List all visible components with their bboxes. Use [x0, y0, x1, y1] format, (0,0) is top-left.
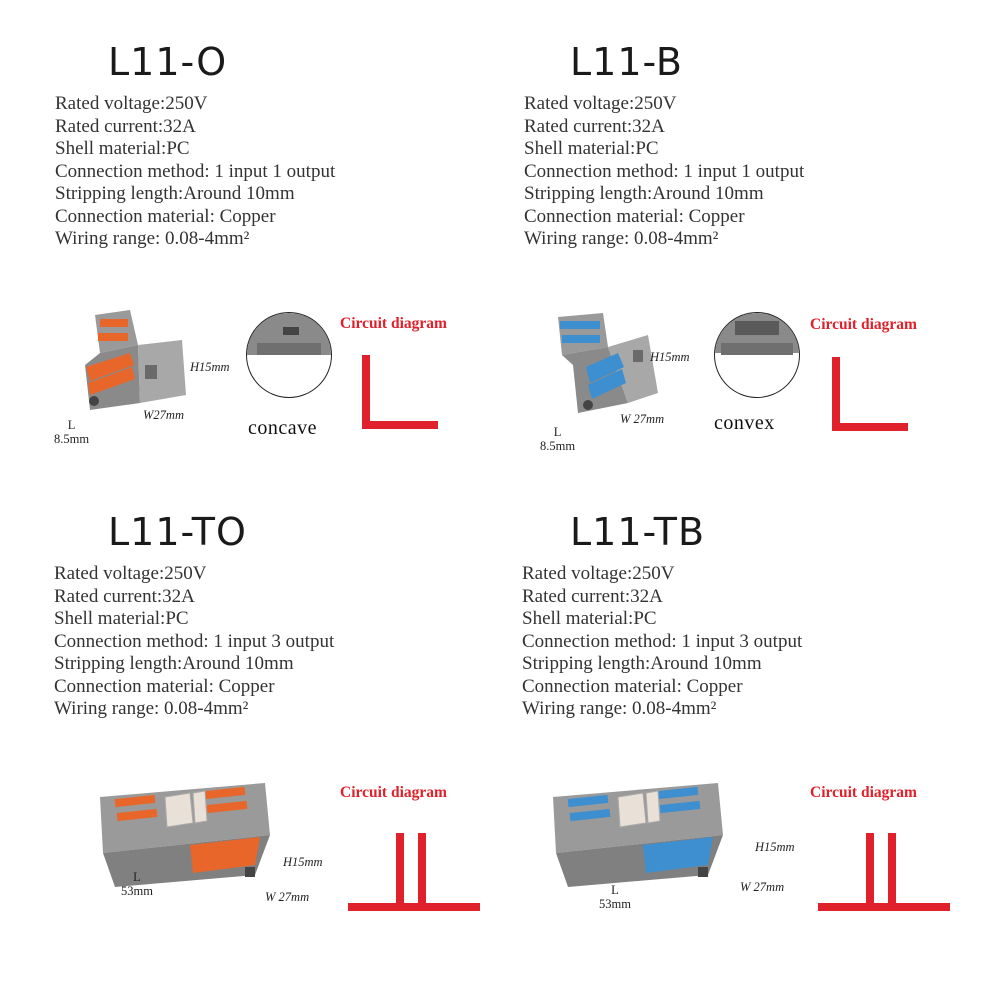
- length-label: L: [133, 870, 141, 884]
- spec-current: Rated current:32A: [55, 115, 196, 137]
- spec-voltage: Rated voltage:250V: [522, 563, 675, 584]
- height-dimension: H15mm: [650, 350, 690, 364]
- spec-connection: Connection method: 1 input 1 output: [55, 160, 336, 182]
- detail-circle: [246, 312, 332, 398]
- length-value: 53mm: [121, 884, 153, 898]
- spec-shell: Shell material:PC: [522, 608, 657, 629]
- shape-label: convex: [714, 412, 775, 434]
- length-label: L: [67, 418, 76, 432]
- spec-material: Connection material: Copper: [55, 205, 276, 227]
- spec-list: Rated voltage:250V Rated current:32A She…: [54, 563, 334, 721]
- product-title: L11-B: [570, 40, 683, 84]
- spec-wiring: Wiring range: 0.08-4mm²: [524, 228, 719, 249]
- spec-list: Rated voltage:250V Rated current:32A She…: [522, 563, 802, 721]
- spec-wiring: Wiring range: 0.08-4mm²: [522, 698, 717, 719]
- spec-stripping: Stripping length:Around 10mm: [524, 183, 764, 204]
- length-dimension: L 8.5mm: [54, 418, 89, 446]
- spec-list: Rated voltage:250V Rated current:32A She…: [524, 93, 804, 251]
- panel-l11-o: L11-O Rated voltage:250V Rated current:3…: [0, 0, 470, 470]
- spec-voltage: Rated voltage:250V: [55, 93, 208, 114]
- product-image: [553, 783, 723, 887]
- circuit-diagram-t: [818, 833, 950, 911]
- height-dimension: H15mm: [755, 840, 795, 854]
- height-dimension: H15mm: [190, 360, 230, 374]
- spec-material: Connection material: Copper: [522, 675, 743, 697]
- spec-voltage: Rated voltage:250V: [54, 563, 207, 584]
- detail-circle: [714, 312, 800, 398]
- circuit-diagram-label: Circuit diagram: [340, 315, 447, 332]
- spec-shell: Shell material:PC: [55, 138, 190, 159]
- circuit-diagram-label: Circuit diagram: [340, 784, 447, 801]
- product-image: [558, 313, 658, 413]
- panel-l11-tb: L11-TB Rated voltage:250V Rated current:…: [470, 500, 950, 970]
- spec-shell: Shell material:PC: [524, 138, 659, 159]
- spec-current: Rated current:32A: [522, 585, 663, 607]
- spec-current: Rated current:32A: [54, 585, 195, 607]
- length-label: L: [611, 883, 619, 897]
- product-image: [100, 783, 270, 887]
- product-title: L11-O: [108, 40, 228, 84]
- panel-l11-b: L11-B Rated voltage:250V Rated current:3…: [470, 0, 940, 470]
- width-dimension: W27mm: [143, 408, 184, 422]
- panel-l11-to: L11-TO Rated voltage:250V Rated current:…: [0, 500, 480, 970]
- product-title: L11-TB: [570, 510, 706, 554]
- width-dimension: W 27mm: [740, 880, 785, 894]
- spec-list: Rated voltage:250V Rated current:32A She…: [55, 93, 335, 251]
- spec-connection: Connection method: 1 input 1 output: [524, 160, 805, 182]
- circuit-diagram-label: Circuit diagram: [810, 316, 917, 333]
- spec-material: Connection material: Copper: [54, 675, 275, 697]
- spec-stripping: Stripping length:Around 10mm: [54, 653, 294, 674]
- convex-detail-icon: [715, 313, 799, 355]
- spec-voltage: Rated voltage:250V: [524, 93, 677, 114]
- circuit-diagram-l: [362, 355, 438, 429]
- spec-connection: Connection method: 1 input 3 output: [522, 630, 803, 652]
- spec-connection: Connection method: 1 input 3 output: [54, 630, 335, 652]
- circuit-diagram-label: Circuit diagram: [810, 784, 917, 801]
- spec-material: Connection material: Copper: [524, 205, 745, 227]
- circuit-diagram-t: [348, 833, 480, 911]
- length-label: L: [553, 425, 562, 439]
- width-dimension: W 27mm: [265, 890, 310, 904]
- width-dimension: W 27mm: [620, 412, 665, 426]
- concave-detail-icon: [247, 313, 331, 355]
- spec-shell: Shell material:PC: [54, 608, 189, 629]
- spec-wiring: Wiring range: 0.08-4mm²: [55, 228, 250, 249]
- spec-wiring: Wiring range: 0.08-4mm²: [54, 698, 249, 719]
- product-image: [85, 310, 186, 410]
- spec-stripping: Stripping length:Around 10mm: [55, 183, 295, 204]
- length-dimension: L 53mm: [599, 883, 631, 911]
- length-value: 53mm: [599, 897, 631, 911]
- length-dimension: L 53mm: [121, 870, 153, 898]
- shape-label: concave: [248, 417, 318, 439]
- length-dimension: L 8.5mm: [540, 425, 575, 453]
- length-value: 8.5mm: [54, 432, 90, 446]
- circuit-diagram-l: [832, 357, 908, 431]
- height-dimension: H15mm: [283, 855, 323, 869]
- product-title: L11-TO: [108, 510, 247, 554]
- spec-current: Rated current:32A: [524, 115, 665, 137]
- length-value: 8.5mm: [540, 439, 576, 453]
- spec-stripping: Stripping length:Around 10mm: [522, 653, 762, 674]
